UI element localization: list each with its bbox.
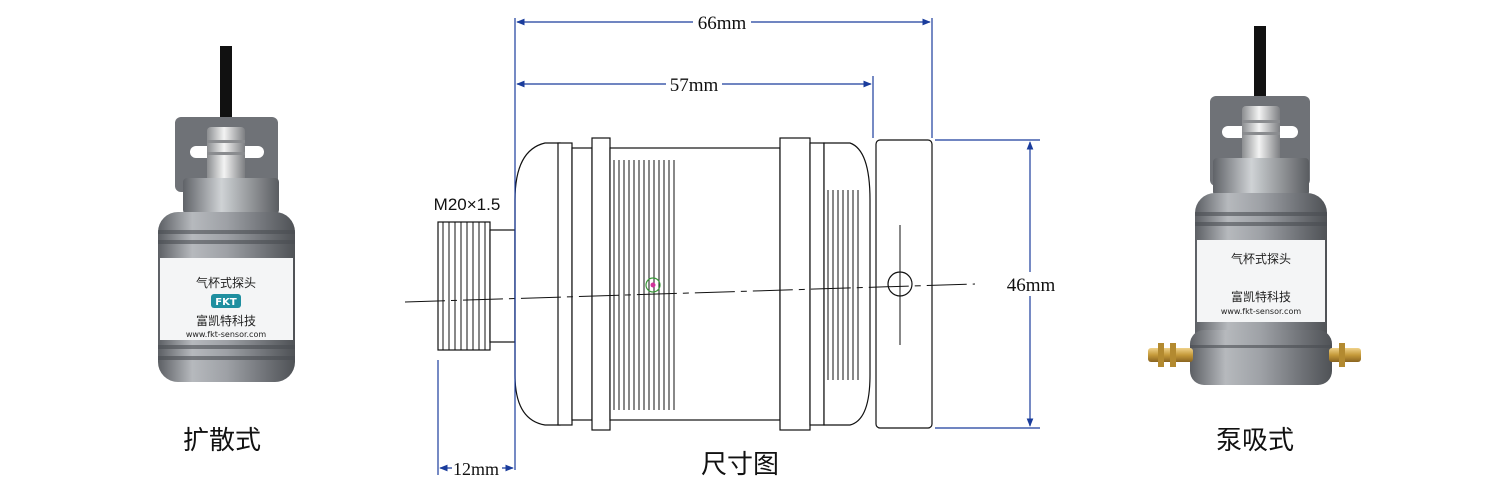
dim-diameter-label: 46mm <box>1007 275 1056 296</box>
cable <box>1254 26 1266 116</box>
center-mark <box>645 277 661 293</box>
caption-diffusion: 扩散式 <box>183 426 261 456</box>
body-cap <box>514 142 561 426</box>
caption-pump: 泵吸式 <box>1216 426 1294 456</box>
rear-thread <box>827 190 859 380</box>
dim-thread-label: 12mm <box>453 459 499 479</box>
dimension-drawing <box>404 137 976 431</box>
gas-cup <box>1190 330 1332 385</box>
label-company: 富凯特科技 <box>196 313 256 328</box>
label-title: 气杯式探头 <box>196 275 256 290</box>
product-label <box>1197 240 1325 322</box>
neck <box>489 229 516 343</box>
ring-3 <box>591 137 611 431</box>
ring-1 <box>557 142 573 426</box>
pump-sensor-photo: 气杯式探头 富凯特科技 www.fkt-sensor.com <box>1148 26 1361 385</box>
diffusion-sensor-photo: 气杯式探头 FKT 富凯特科技 www.fkt-sensor.com <box>158 46 295 382</box>
dim-overall-label: 66mm <box>698 13 747 34</box>
ring-5 <box>809 142 825 426</box>
label-url: www.fkt-sensor.com <box>1221 307 1302 316</box>
body-rear <box>823 142 871 426</box>
label-url: www.fkt-sensor.com <box>186 330 267 339</box>
hex-nut <box>1213 158 1309 196</box>
thread-spec-label: M20×1.5 <box>434 195 501 214</box>
dim-body-label: 57mm <box>670 75 719 96</box>
thread-lines <box>442 222 486 350</box>
cable <box>220 46 232 136</box>
body-thread <box>613 160 675 410</box>
label-title: 气杯式探头 <box>1231 251 1291 266</box>
fkt-logo <box>211 294 241 308</box>
caption-dimension: 尺寸图 <box>701 450 779 480</box>
hex-nut <box>183 178 279 214</box>
body-main <box>609 147 781 421</box>
center-line <box>404 283 976 303</box>
thread-stub <box>437 221 491 351</box>
ring-4 <box>779 137 811 431</box>
logo-text: FKT <box>215 297 237 308</box>
ring-2 <box>571 147 593 421</box>
label-company: 富凯特科技 <box>1231 289 1291 304</box>
